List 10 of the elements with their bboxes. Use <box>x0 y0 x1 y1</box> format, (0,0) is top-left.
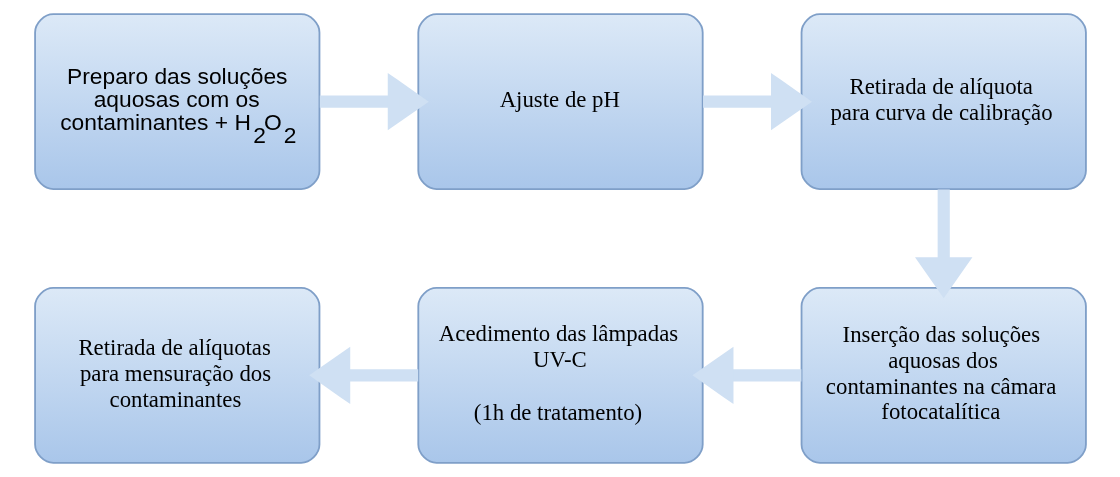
node-box: Ajuste de pH <box>416 13 704 190</box>
arrow <box>914 189 972 299</box>
node-box: Retirada de alíquota para curva de calibração <box>800 13 1087 190</box>
arrow <box>308 346 418 405</box>
arrow <box>691 346 801 405</box>
node-box: Retirada de alíquotas para mensuração dos contaminantes <box>33 287 320 464</box>
node-box: Acedimento das lâmpadas UV-C (1h de tratamento) <box>416 287 704 464</box>
arrow <box>319 72 429 131</box>
arrow <box>702 72 812 131</box>
node-box: Inserção das soluções aquosas dos contaminantes na câmara fotocatalítica <box>800 287 1087 464</box>
